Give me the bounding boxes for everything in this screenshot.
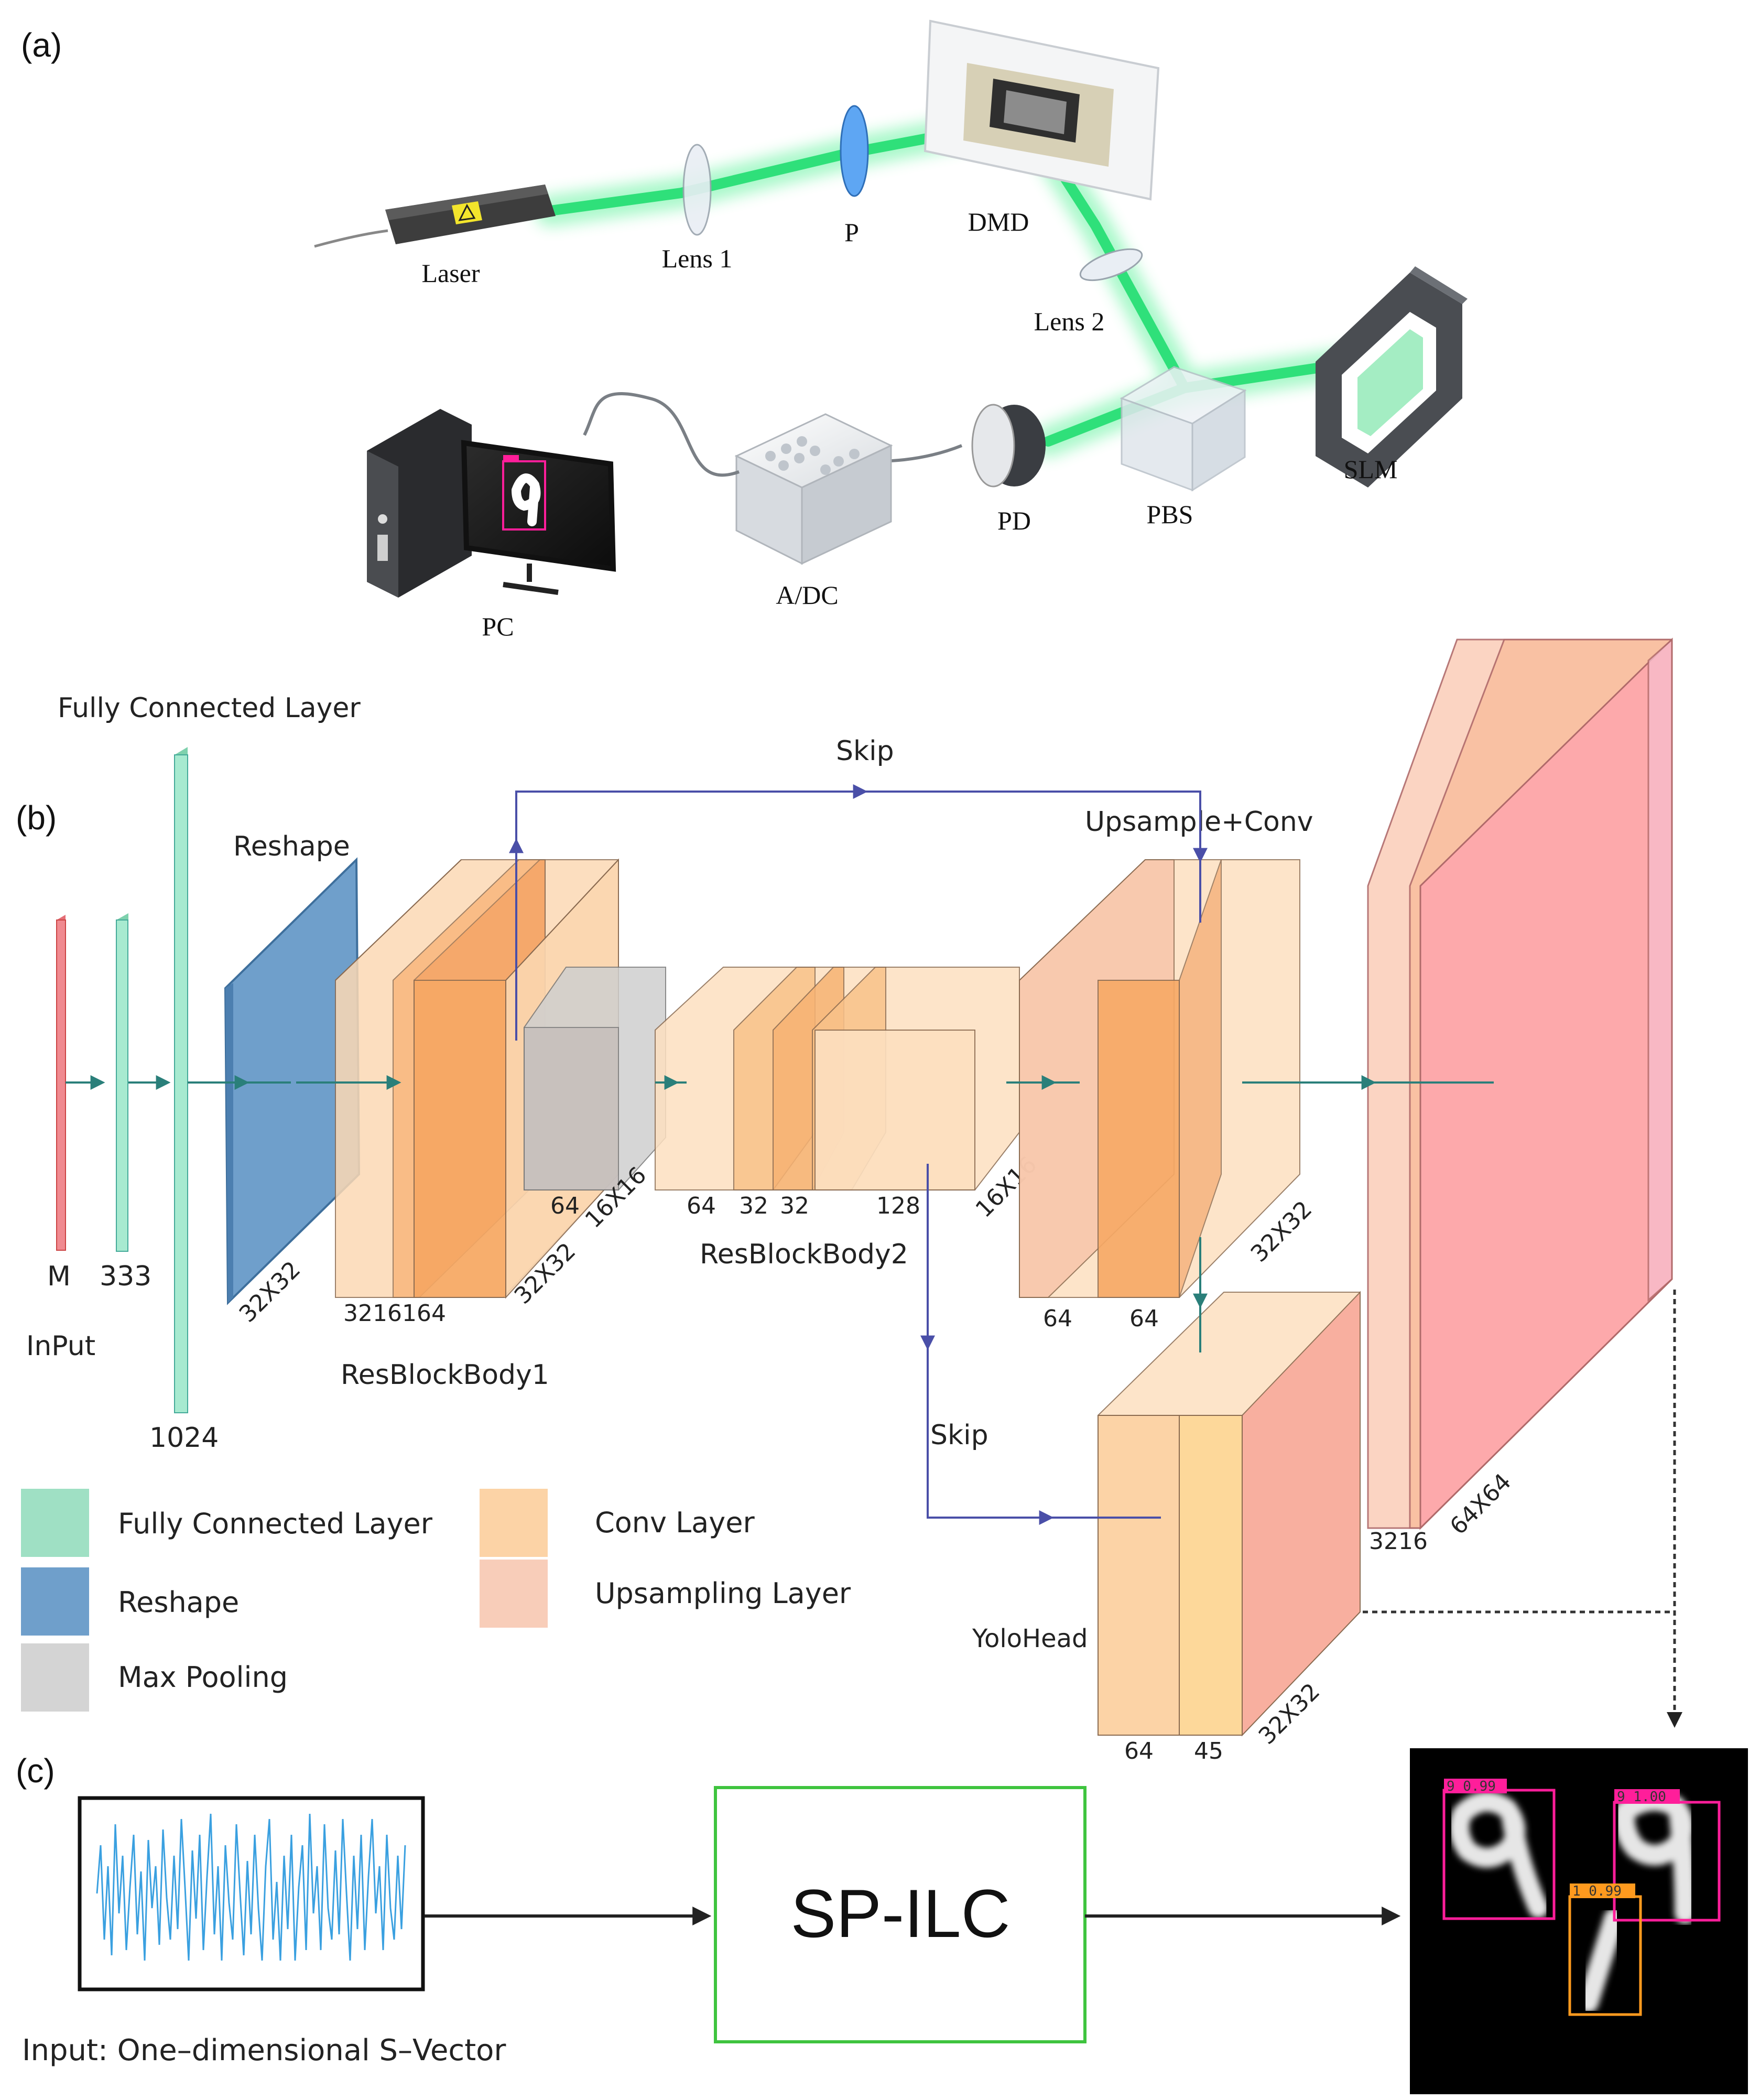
fiber-cable [314, 229, 388, 248]
pbs-cube: PBS [1120, 366, 1247, 529]
panel-a: (a) Laser Lens 1 P [21, 19, 1468, 641]
dmd-device: DMD [924, 19, 1160, 236]
legend: Fully Connected Layer Reshape Max Poolin… [21, 1489, 851, 1712]
legend-label-1: Reshape [118, 1586, 239, 1619]
panel-b-tag: (b) [16, 799, 57, 837]
label-m: M [47, 1261, 71, 1292]
slm-device: SLM [1316, 266, 1468, 488]
model-box: SP-ILC [714, 1786, 1087, 2043]
polarizer-label: P [844, 218, 859, 247]
legend-label-3: Conv Layer [595, 1506, 755, 1539]
rb2-c1: 64 [687, 1193, 716, 1219]
legend-swatch-1 [21, 1567, 89, 1636]
dmd-label: DMD [968, 207, 1029, 236]
out-channels: 3216 [1369, 1528, 1428, 1555]
resblock2-label: ResBlockBody2 [700, 1239, 908, 1270]
detection-tag-1 [1614, 1789, 1680, 1804]
slm-label: SLM [1344, 454, 1398, 484]
rb2-c2: 32 [739, 1193, 768, 1219]
maxpool-layer [524, 967, 666, 1190]
rb2-c4: 128 [876, 1193, 920, 1219]
laser-beam [535, 104, 1410, 457]
signal-caption: Input: One–dimensional S–Vector [22, 2033, 506, 2067]
fc-title: Fully Connected Layer [58, 692, 361, 724]
digit-1 [1578, 1908, 1625, 2013]
output-block [1367, 637, 1673, 1530]
polarizer: P [840, 105, 869, 247]
skip-bottom-label: Skip [930, 1420, 988, 1451]
detection-tag-0 [1444, 1779, 1507, 1793]
legend-swatch-2 [21, 1643, 89, 1712]
input-vector-m [56, 915, 66, 1251]
pc-computer: PC [367, 409, 616, 641]
detection-label-1: 9 1.00 [1617, 1789, 1666, 1805]
legend-swatch-4 [480, 1560, 548, 1628]
skip-connections [509, 784, 1208, 1525]
upsample-conv-label: Upsample+Conv [1085, 806, 1313, 838]
flow-arrows [66, 1075, 1494, 1352]
legend-swatch-3 [480, 1489, 548, 1557]
panel-b: (b) Fully Connected Layer Reshape M 333 … [16, 637, 1682, 1765]
adc-box: A/DC [734, 413, 893, 610]
lens-2-label: Lens 2 [1034, 307, 1105, 336]
legend-label-4: Upsampling Layer [595, 1577, 851, 1610]
label-1024: 1024 [149, 1422, 219, 1454]
pc-label: PC [482, 612, 514, 641]
digit-9-left [1449, 1792, 1548, 1918]
laser-module: Laser [385, 185, 556, 288]
panel-a-tag: (a) [21, 26, 62, 64]
panel-c: (c) Input: One–dimensional S–Vector SP-I… [16, 1748, 1748, 2094]
legend-label-2: Max Pooling [118, 1661, 288, 1694]
skip-top-label: Skip [836, 735, 894, 767]
input-label: InPut [26, 1330, 95, 1362]
yolohead-block [1098, 1291, 1361, 1737]
resblock2 [655, 967, 1020, 1190]
lens-1: Lens 1 [662, 144, 733, 273]
signal-box [78, 1796, 425, 1991]
rb1-channels: 3216164 [343, 1300, 446, 1327]
panel-c-tag: (c) [16, 1752, 55, 1790]
yolo-c1: 64 [1124, 1738, 1154, 1765]
detection-label-2: 1 0.99 [1572, 1883, 1622, 1899]
upsample-block [1019, 859, 1300, 1298]
rb2-c3: 32 [780, 1193, 809, 1219]
fc-vector-333 [116, 913, 128, 1252]
cable-adc-pc [583, 392, 740, 477]
yolo-c2: 45 [1194, 1738, 1223, 1765]
output-connectors [1363, 1290, 1682, 1728]
reshape-title: Reshape [233, 831, 350, 862]
resblock1-label: ResBlockBody1 [341, 1359, 549, 1391]
pbs-label: PBS [1147, 500, 1193, 529]
output-image: 9 0.99 9 1.00 1 0.99 [1410, 1748, 1748, 2094]
fc-vector-1024 [174, 747, 188, 1413]
photodetector: PD [971, 404, 1046, 535]
detection-tag-2 [1570, 1883, 1635, 1898]
up-c2: 64 [1129, 1305, 1159, 1332]
model-name: SP-ILC [790, 1875, 1010, 1952]
signal-trace [96, 1813, 406, 1961]
pd-label: PD [997, 506, 1031, 535]
pool-channels: 64 [550, 1193, 580, 1219]
detection-label-0: 9 0.99 [1447, 1779, 1496, 1794]
lens-1-label: Lens 1 [662, 244, 733, 273]
label-333: 333 [100, 1261, 151, 1292]
up-c1: 64 [1043, 1305, 1072, 1332]
legend-label-0: Fully Connected Layer [118, 1507, 433, 1540]
lens-2: Lens 2 [1034, 248, 1143, 336]
adc-label: A/DC [776, 580, 838, 610]
legend-swatch-0 [21, 1489, 89, 1557]
yolohead-label: YoloHead [972, 1624, 1088, 1653]
laser-label: Laser [421, 258, 480, 288]
